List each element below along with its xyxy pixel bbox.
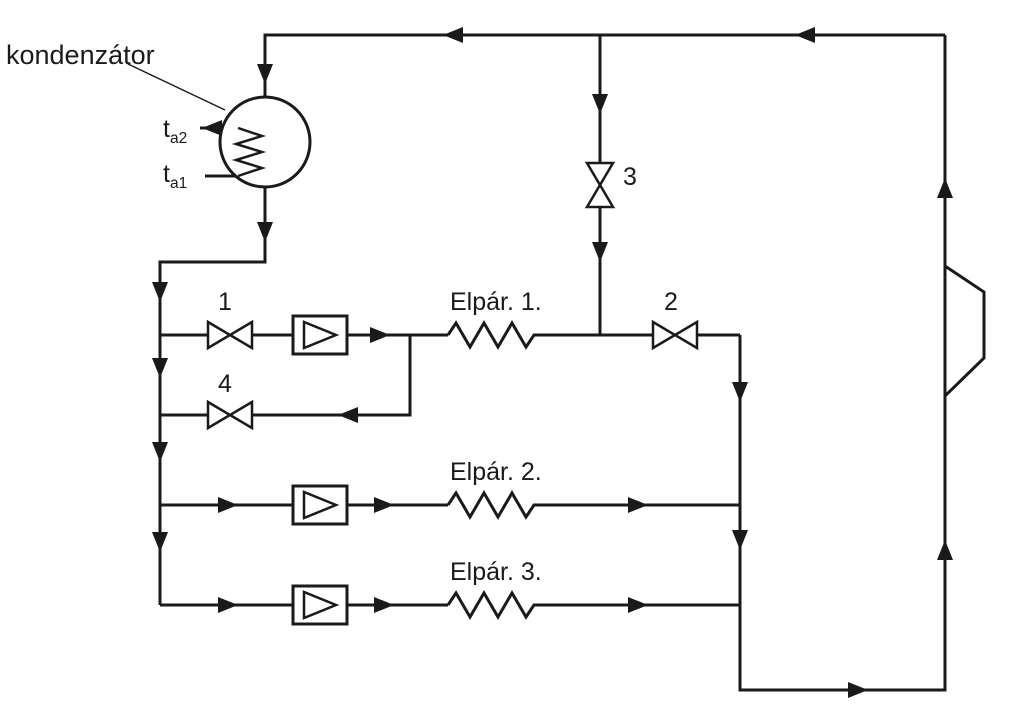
evaporator-coils <box>446 320 542 620</box>
pipe-top-line <box>263 33 945 97</box>
box-triangle-valve-icon-2 <box>291 484 349 526</box>
flow-direction-arrow-icon <box>937 540 953 560</box>
circle-with-coil-icon <box>218 95 312 189</box>
temp-in-subscript: a1 <box>169 175 188 192</box>
bowtie-valve-icon-1 <box>206 319 254 351</box>
flow-direction-arrow-icon <box>628 597 648 613</box>
temp-air-in-label: ta1 <box>163 162 187 192</box>
flow-direction-arrow-icon <box>257 64 273 84</box>
valve3-label: 3 <box>623 163 637 191</box>
evaporator2-label: Elpár. 2. <box>450 458 542 486</box>
flow-direction-arrow-icon <box>218 597 238 613</box>
flow-direction-arrow-icon <box>374 497 394 513</box>
temp-symbol: t <box>163 160 170 188</box>
trapezoid-compressor-icon <box>943 263 986 400</box>
flow-direction-arrow-icon <box>202 120 222 136</box>
flow-direction-arrow-icon <box>152 282 168 302</box>
check-valves <box>291 314 349 626</box>
valves <box>206 161 699 431</box>
temp-symbol: t <box>163 115 170 143</box>
zigzag-coil-icon-2 <box>446 490 542 520</box>
box-triangle-valve-icon-1 <box>291 314 349 356</box>
valve4-label: 4 <box>218 370 232 398</box>
flow-direction-arrow-icon <box>592 94 608 114</box>
flow-direction-arrow-icon <box>592 242 608 262</box>
evaporator1-label: Elpár. 1. <box>450 288 542 316</box>
zigzag-coil-icon-1 <box>446 320 542 350</box>
pipe-liquid-header <box>158 187 267 605</box>
flow-direction-arrow-icon <box>257 222 273 242</box>
pipe-branch4-bypass <box>160 335 412 417</box>
temp-air-out-label: ta2 <box>163 117 187 147</box>
condenser-leader-line <box>127 63 226 111</box>
valve2-label: 2 <box>664 288 678 316</box>
flow-direction-arrow-icon <box>732 530 748 550</box>
valve1-label: 1 <box>218 288 232 316</box>
bowtie-valve-icon-3 <box>584 161 616 209</box>
bowtie-valve-icon-2 <box>651 319 699 351</box>
flow-direction-arrow-icon <box>152 442 168 462</box>
flow-direction-arrow-icon <box>152 532 168 552</box>
condenser-label: kondenzátor <box>6 40 155 70</box>
flow-direction-arrow-icon <box>218 497 238 513</box>
flow-direction-arrow-icon <box>937 178 953 198</box>
evaporator3-label: Elpár. 3. <box>450 558 542 586</box>
flow-direction-arrow-icon <box>848 682 868 698</box>
flow-direction-arrow-icon <box>628 497 648 513</box>
condenser-coil <box>231 126 267 178</box>
zigzag-coil-icon-3 <box>446 590 542 620</box>
bowtie-valve-icon-4 <box>206 399 254 431</box>
flow-direction-arrow-icon <box>338 407 358 423</box>
flow-direction-arrow-icon <box>152 358 168 378</box>
flow-direction-arrow-icon <box>370 327 390 343</box>
flow-direction-arrow-icon <box>374 597 394 613</box>
condenser-symbol <box>127 63 312 189</box>
pipe-suction-return <box>738 35 947 692</box>
flow-direction-arrow-icon <box>795 27 815 43</box>
temp-out-subscript: a2 <box>169 130 188 147</box>
flow-direction-arrow-icon <box>443 27 463 43</box>
flow-direction-arrow-icon <box>732 382 748 402</box>
box-triangle-valve-icon-3 <box>291 584 349 626</box>
